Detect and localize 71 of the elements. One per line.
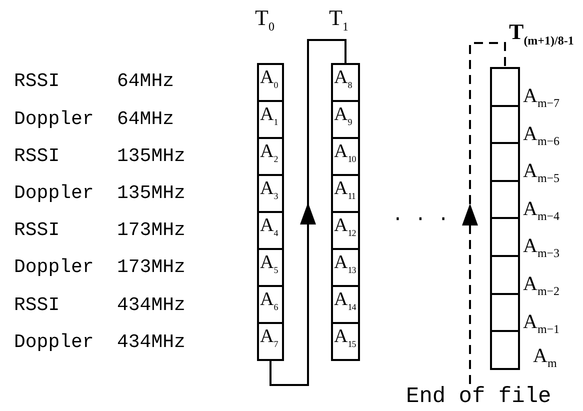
cell-label: A$_{1}$ bbox=[260, 105, 278, 127]
empty-memory-cell bbox=[490, 217, 520, 257]
address-label: A$_{m−3}$ bbox=[523, 236, 560, 260]
row-label: Doppler bbox=[14, 110, 94, 129]
cell-label: A$_{10}$ bbox=[334, 142, 356, 164]
ellipsis: · · · bbox=[392, 210, 450, 229]
cell-label: A$_{0}$ bbox=[260, 68, 278, 90]
cell-label: A$_{3}$ bbox=[260, 179, 278, 201]
memory-cell bbox=[331, 137, 360, 176]
row-label: Doppler bbox=[14, 184, 94, 203]
memory-cell bbox=[331, 100, 360, 139]
cell-label: A$_{4}$ bbox=[260, 216, 278, 238]
address-label: A$_{m−5}$ bbox=[523, 161, 560, 184]
address-label: A$_{m−2}$ bbox=[523, 274, 560, 297]
column-header: T$_{1}$ bbox=[329, 7, 348, 32]
row-label: Doppler bbox=[14, 333, 94, 352]
cell-label: A$_{5}$ bbox=[260, 253, 278, 275]
memory-cell bbox=[257, 285, 284, 324]
address-label: A$_{m−1}$ bbox=[523, 312, 560, 335]
column-header: T$_{0}$ bbox=[255, 7, 274, 32]
memory-cell bbox=[257, 248, 284, 287]
empty-memory-cell bbox=[490, 67, 520, 107]
memory-cell bbox=[257, 211, 284, 250]
row-label: Doppler bbox=[14, 258, 94, 277]
frequency-label: 135MHz bbox=[117, 147, 186, 166]
cell-label: A$_{2}$ bbox=[260, 142, 278, 164]
row-label: RSSI bbox=[14, 147, 60, 166]
arrow bbox=[270, 39, 346, 386]
memory-cell bbox=[331, 285, 360, 324]
cell-label: A$_{8}$ bbox=[334, 68, 352, 90]
frequency-label: 64MHz bbox=[117, 110, 174, 129]
frequency-label: 135MHz bbox=[117, 184, 186, 203]
cell-label: A$_{7}$ bbox=[260, 327, 278, 349]
memory-cell bbox=[331, 322, 360, 361]
memory-cell bbox=[257, 137, 284, 176]
cell-label: A$_{14}$ bbox=[334, 290, 356, 312]
arrow bbox=[462, 42, 506, 384]
address-label: A$_{m−7}$ bbox=[523, 86, 560, 109]
empty-memory-cell bbox=[490, 255, 520, 295]
empty-memory-cell bbox=[490, 104, 520, 144]
cell-label: A$_{12}$ bbox=[334, 216, 356, 238]
column-header: T$_{(m+1)/8-1}$ bbox=[509, 21, 574, 46]
memory-cell bbox=[257, 174, 284, 213]
address-label: A$_{m−6}$ bbox=[523, 124, 560, 147]
empty-memory-cell bbox=[490, 292, 520, 332]
frequency-label: 173MHz bbox=[117, 221, 186, 240]
cell-label: A$_{11}$ bbox=[334, 179, 356, 201]
memory-cell bbox=[257, 100, 284, 139]
cell-label: A$_{13}$ bbox=[334, 253, 356, 275]
memory-cell bbox=[331, 211, 360, 250]
empty-memory-cell bbox=[490, 180, 520, 220]
row-label: RSSI bbox=[14, 72, 60, 91]
address-label: A$_{m−4}$ bbox=[523, 198, 560, 222]
row-label: RSSI bbox=[14, 296, 60, 315]
cell-label: A$_{6}$ bbox=[260, 290, 278, 312]
end-of-file-label: End of file bbox=[406, 386, 552, 408]
address-label: A$_{m}$ bbox=[533, 346, 557, 369]
row-label: RSSI bbox=[14, 221, 60, 240]
memory-cell bbox=[257, 322, 284, 361]
empty-memory-cell bbox=[490, 330, 520, 370]
frequency-label: 434MHz bbox=[117, 296, 186, 315]
cell-label: A$_{15}$ bbox=[334, 327, 356, 349]
empty-memory-cell bbox=[490, 142, 520, 182]
memory-cell bbox=[331, 63, 360, 102]
frequency-label: 434MHz bbox=[117, 333, 186, 352]
memory-cell bbox=[331, 248, 360, 287]
memory-cell bbox=[257, 63, 284, 102]
frequency-label: 173MHz bbox=[117, 258, 186, 277]
cell-label: A$_{9}$ bbox=[334, 105, 352, 127]
memory-cell bbox=[331, 174, 360, 213]
frequency-label: 64MHz bbox=[117, 72, 174, 91]
